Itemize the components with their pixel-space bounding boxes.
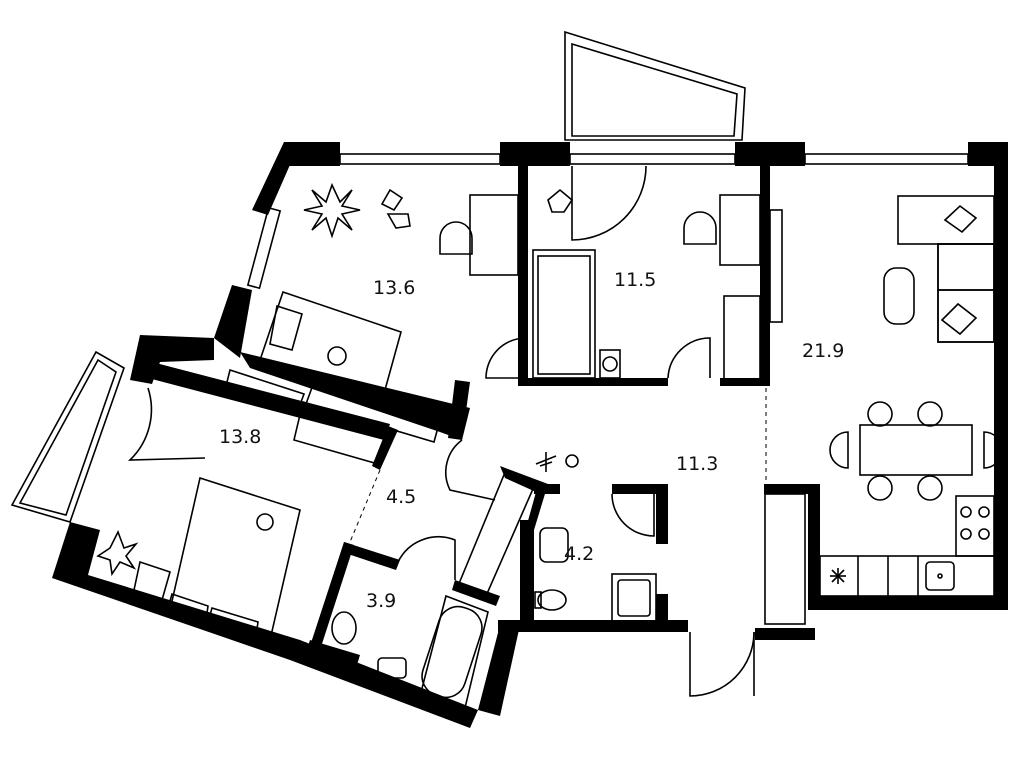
room-area-master-bedroom: 13.8 (219, 426, 261, 448)
toy-icon (380, 188, 411, 229)
room-area-hallway: 11.3 (676, 453, 718, 475)
room-area-bedroom-1: 13.6 (373, 277, 415, 299)
room-labels: 13.6 11.5 21.9 13.8 11.3 4.5 4.2 3.9 (219, 269, 844, 612)
top-balcony (564, 30, 746, 141)
plant-icon (303, 182, 361, 239)
bedroom-2-furniture (532, 188, 783, 383)
bathroom-furniture (331, 594, 489, 714)
hallway-furniture (293, 400, 806, 625)
room-area-wc: 4.2 (564, 543, 594, 565)
left-balcony (10, 350, 125, 523)
wc-furniture (534, 527, 657, 623)
room-area-wardrobe: 4.5 (386, 486, 416, 508)
doors (127, 165, 767, 697)
airplane-icon (535, 452, 579, 472)
room-area-bathroom: 3.9 (366, 590, 396, 612)
interior-walls (148, 166, 770, 668)
snowflake-icon (830, 568, 846, 584)
room-area-bedroom-2: 11.5 (614, 269, 656, 291)
master-bedroom-furniture (133, 368, 306, 642)
bedroom-1-furniture (256, 194, 519, 443)
room-area-living-kitchen: 21.9 (802, 340, 844, 362)
master-plant-icon (96, 530, 139, 577)
living-furniture (819, 195, 1003, 597)
walls (52, 142, 1008, 728)
